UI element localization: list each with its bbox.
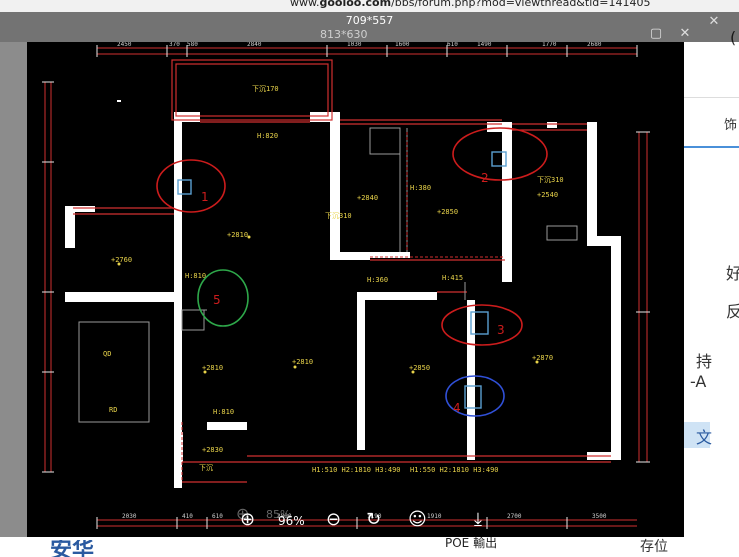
viewer-subtitle: 813*630 — [320, 28, 368, 41]
height-label: H:810 — [185, 272, 206, 280]
bg-accent-line — [684, 146, 739, 148]
viewer-toolbar: ⊕ 85% ⊕ 96% ⊖ ↻ ☺ ⤓ — [230, 504, 490, 536]
height-label: H:810 — [213, 408, 234, 416]
dim-label: 2800 — [277, 513, 292, 520]
marker-number: 4 — [453, 401, 461, 415]
viewer-backdrop-left — [0, 42, 27, 537]
dim-label: 1770 — [542, 42, 557, 48]
floorplan-drawing: 2450 370 580 2840 1030 1600 610 1490 177… — [42, 42, 650, 529]
room-label: 下沉 — [199, 464, 213, 472]
bg-button[interactable] — [684, 422, 710, 448]
url-domain: gooioo.com — [319, 0, 392, 9]
bg-text: 反 — [726, 302, 739, 321]
marker-number: 2 — [481, 171, 489, 185]
rotate-icon[interactable]: ↻ — [366, 509, 382, 530]
ghost-zoom-label: 85% — [266, 508, 291, 521]
height-label: H1:510 H2:1810 H3:490 — [312, 466, 401, 474]
room-label: 下沉170 — [252, 85, 279, 93]
unit-label: RD — [109, 406, 117, 414]
elevation-dots — [117, 235, 539, 374]
dimension-text: 2450 370 580 2840 1030 1600 610 1490 177… — [117, 42, 607, 520]
marker-number: 1 — [201, 190, 209, 204]
height-label: H:360 — [367, 276, 388, 284]
zoom-level: 96% — [278, 514, 305, 528]
elevation-label: +2540 — [537, 191, 558, 199]
elevation-label: +2850 — [437, 208, 458, 216]
height-label: H1:550 H2:1810 H3:490 — [410, 466, 499, 474]
image-viewer-header: 709*557 813*630 ▢ ✕ ✕ — [0, 12, 739, 42]
wall-lines — [73, 59, 611, 483]
room-annotations: 下沉170 下沉310 下沉310 下沉 +2810 +2760 +2840 +… — [103, 85, 564, 474]
bg-text: -A — [690, 372, 707, 391]
elevation-label: +2810 — [292, 358, 313, 366]
room-label: 下沉310 — [325, 212, 352, 220]
elevation-label: +2850 — [409, 364, 430, 372]
dim-label: 1030 — [347, 42, 362, 48]
elevation-label: +2810 — [202, 364, 223, 372]
bg-poe-label: POE 輸出 — [445, 536, 498, 550]
dim-label: 2840 — [247, 42, 262, 48]
download-icon[interactable]: ⤓ — [474, 509, 482, 530]
bg-text: 好 — [726, 264, 739, 283]
dim-label: 1910 — [427, 513, 442, 520]
elevation-label: +2760 — [111, 256, 132, 264]
bg-text: 饰 — [724, 118, 738, 133]
dim-label: 3500 — [592, 513, 607, 520]
viewer-title: 709*557 — [345, 14, 394, 27]
dim-label: 610 — [447, 42, 458, 48]
floorplan-image[interactable]: 2450 370 580 2840 1030 1600 610 1490 177… — [27, 42, 684, 537]
bg-divider — [684, 97, 739, 98]
dimension-ticks — [42, 45, 650, 529]
dim-label: 1600 — [395, 42, 410, 48]
close-icon[interactable]: ✕ — [708, 14, 720, 29]
dim-label: 610 — [212, 513, 223, 520]
zoom-in-icon[interactable]: ⊕ — [240, 509, 256, 530]
elevation-label: +2840 — [357, 194, 378, 202]
url-path: /bbs/forum.php?mod=viewthread&tid=141405 — [391, 0, 651, 9]
address-bar[interactable]: www.gooioo.com/bbs/forum.php?mod=viewthr… — [290, 0, 650, 9]
dim-label: 1490 — [477, 42, 492, 48]
height-label: H:380 — [410, 184, 431, 192]
unit-label: QD — [103, 350, 111, 358]
zoom-out-icon[interactable]: ⊖ — [326, 509, 342, 530]
marker-number: 3 — [497, 323, 505, 337]
room-label: 下沉310 — [537, 176, 564, 184]
elevation-label: +2870 — [532, 354, 553, 362]
dashed-lines — [181, 132, 505, 482]
ghost-zoom-in-icon: ⊕ — [236, 504, 250, 523]
review-markers — [156, 127, 548, 417]
height-label: H:820 — [257, 132, 278, 140]
restore-icon[interactable]: ▢ — [649, 26, 663, 41]
elevation-label: +2810 — [227, 231, 248, 239]
dim-label: 2450 — [117, 42, 132, 48]
dim-label: 2700 — [507, 513, 522, 520]
dim-label: 410 — [182, 513, 193, 520]
smile-icon[interactable]: ☺ — [408, 509, 427, 530]
bg-text: 存位 — [640, 539, 668, 555]
site-logo[interactable]: 安华 — [50, 540, 95, 557]
url-prefix: www. — [290, 0, 320, 9]
dim-label: 2030 — [122, 513, 137, 520]
dim-label: 370 — [169, 42, 180, 48]
dim-label: 2680 — [587, 42, 602, 48]
bg-text: 持 — [696, 352, 713, 371]
marker-numbers: 1 2 3 4 5 — [201, 171, 505, 415]
dim-label: 1190 — [367, 513, 382, 520]
dim-label: 580 — [187, 42, 198, 48]
bg-text: 文 — [696, 428, 713, 447]
walls — [65, 100, 621, 488]
marker-number: 5 — [213, 293, 221, 307]
close-icon[interactable]: ✕ — [679, 26, 691, 41]
height-label: H:415 — [442, 274, 463, 282]
elevation-label: +2830 — [202, 446, 223, 454]
